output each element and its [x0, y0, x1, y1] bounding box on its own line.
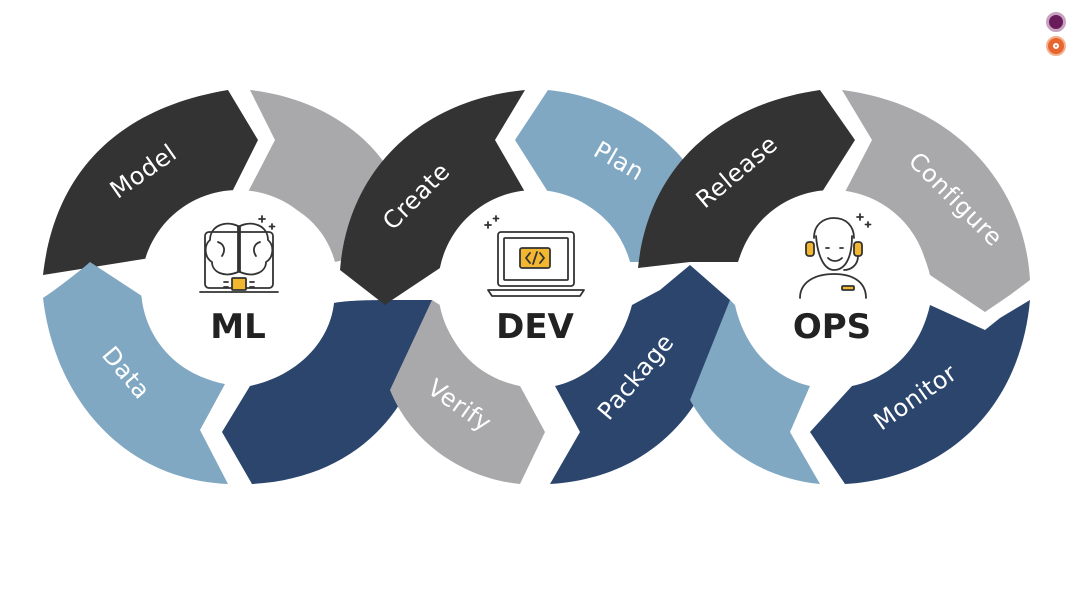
segment-data: [43, 262, 228, 484]
segment-package: [550, 265, 730, 484]
segment-plan: [515, 90, 685, 262]
segment-ops-lightblue: [690, 300, 820, 484]
dev-hub: [438, 190, 632, 384]
ops-ring: [638, 90, 1030, 484]
segment-create: [340, 90, 525, 305]
laptop-code-icon: [484, 215, 585, 297]
ops-hub: [735, 190, 929, 384]
support-agent-icon: [799, 213, 872, 299]
segment-ml-navy: [222, 300, 432, 484]
segment-release: [638, 90, 855, 268]
ml-hub-label: ML: [210, 307, 266, 347]
brain-chip-icon: [199, 215, 279, 293]
app-icon-purple[interactable]: [1046, 12, 1066, 32]
segment-configure: [842, 90, 1030, 312]
segment-model: [43, 90, 258, 275]
app-tray: [1046, 12, 1070, 56]
dev-hub-label: DEV: [496, 307, 574, 347]
app-icon-orange[interactable]: [1046, 36, 1066, 56]
segment-verify: [390, 300, 545, 484]
segment-monitor: [810, 300, 1030, 484]
ops-hub-label: OPS: [793, 307, 871, 347]
dev-ring: [340, 90, 730, 484]
